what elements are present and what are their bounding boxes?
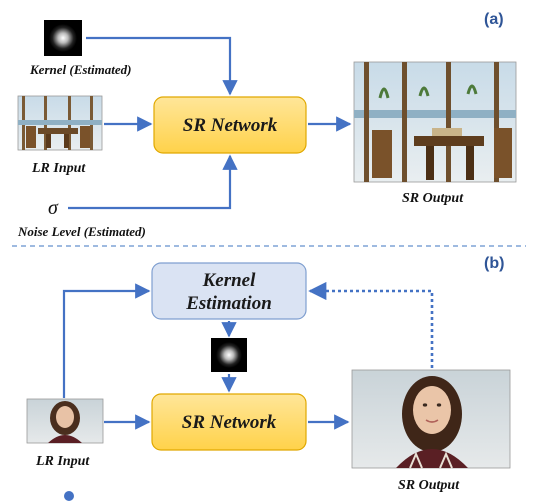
feedback-arrow-dotted [308, 281, 434, 368]
lr-label-a: LR Input [31, 161, 86, 176]
noise-symbol: σ [48, 197, 59, 219]
lr-input-image-a [17, 95, 103, 151]
kernel-thumbnail-b [211, 338, 247, 372]
sr-output-label-b: SR Output [398, 478, 460, 493]
arrow-kernel-to-sr-a [86, 36, 238, 96]
arrow-lr-to-kernel-est [62, 283, 151, 398]
panel-b-tag: (b) [484, 255, 504, 272]
arrow-noise-to-sr-a [68, 154, 238, 210]
sr-output-label-a: SR Output [402, 191, 464, 206]
decorative-dot [64, 491, 74, 501]
sr-network-box-a: SR Network [153, 96, 307, 154]
lr-input-image-b [26, 398, 104, 444]
lr-label-b: LR Input [35, 454, 90, 469]
sr-network-label-a: SR Network [183, 115, 278, 136]
noise-label-a: Noise Level (Estimated) [17, 224, 146, 239]
kernel-estimation-box: Kernel Estimation [151, 262, 307, 320]
sr-output-image-b [351, 369, 511, 469]
panel-a-tag: (a) [484, 11, 504, 28]
kernel-est-line1: Kernel [202, 270, 257, 291]
sr-output-image-a [353, 61, 517, 183]
kernel-est-line2: Estimation [185, 293, 272, 314]
sr-network-box-b: SR Network [151, 393, 307, 451]
sr-network-label-b: SR Network [182, 412, 277, 433]
kernel-thumbnail-a [44, 20, 82, 56]
kernel-label-a: Kernel (Estimated) [29, 62, 131, 77]
